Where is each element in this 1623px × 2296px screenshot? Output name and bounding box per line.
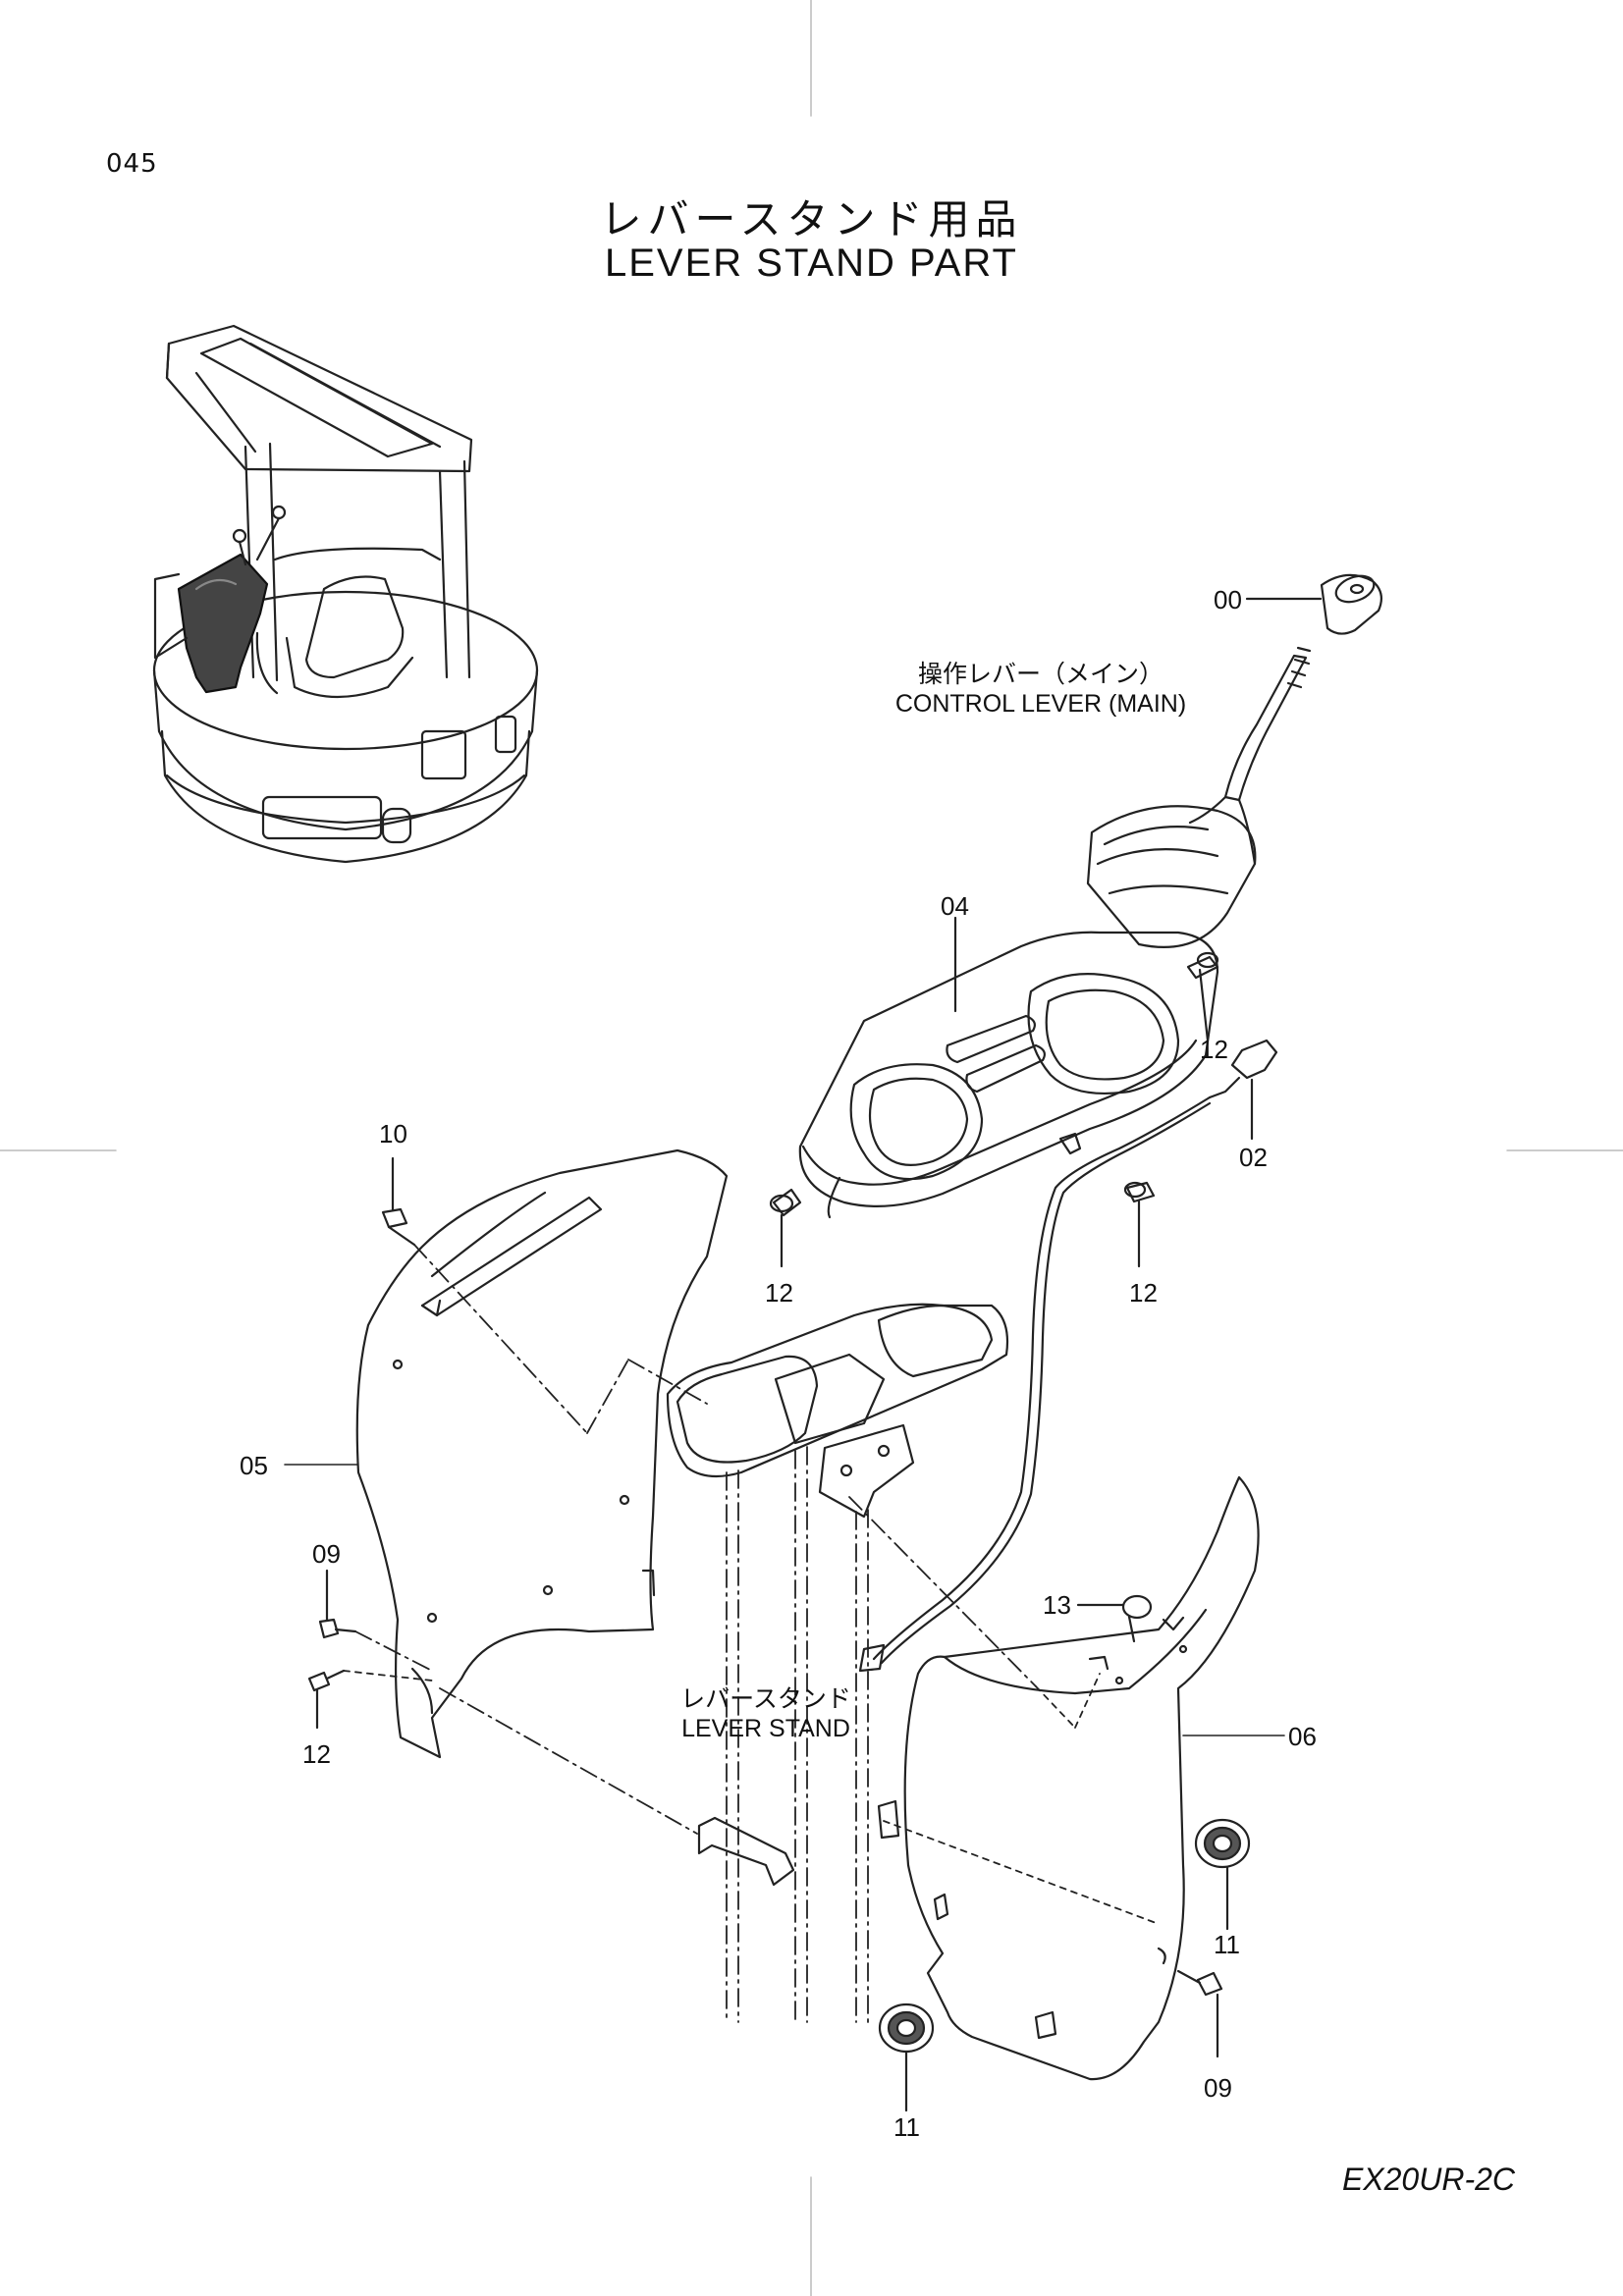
lever-stand-label-ja: レバースタンド (680, 1685, 851, 1713)
part-number-10: 10 (379, 1119, 407, 1148)
part-06-right-cover (877, 1475, 1260, 2081)
part-00-lever-knob (1245, 573, 1383, 635)
part-number-12-a: 12 (1200, 1035, 1228, 1064)
dashed-guide-lines (343, 1670, 1160, 1925)
part-05-left-cover (355, 1148, 729, 1759)
part-02-wire-harness (858, 1039, 1278, 1673)
part-number-06: 06 (1288, 1722, 1317, 1751)
machine-overview-illustration (152, 324, 539, 864)
part-09-right-bolt (1176, 1969, 1223, 2058)
part-number-11-a: 11 (1214, 1930, 1240, 1959)
part-number-12-d: 12 (302, 1739, 331, 1769)
part-04-upper-cover (798, 916, 1219, 1219)
control-lever-with-boot (1086, 646, 1312, 948)
part-13-bolt (1076, 1594, 1153, 1643)
part-number-12-b: 12 (765, 1278, 793, 1308)
part-number-13: 13 (1043, 1590, 1071, 1620)
part-number-11-b: 11 (893, 2112, 920, 2142)
lever-stand-label-en: LEVER STAND (681, 1715, 850, 1742)
part-number-02: 02 (1239, 1143, 1268, 1172)
control-lever-label-en: CONTROL LEVER (MAIN) (894, 690, 1187, 718)
part-number-00: 00 (1214, 585, 1242, 614)
page-title-japanese: レバースタンド用品 (600, 195, 1023, 243)
lever-stand-body (666, 1303, 1009, 2023)
part-12-left-screw (307, 1669, 346, 1730)
page-title-english: LEVER STAND PART (605, 241, 1018, 285)
base-bracket (697, 1816, 795, 1887)
part-11-grommet-right (1194, 1818, 1251, 1931)
part-number-04: 04 (941, 891, 969, 921)
page-number: 045 (106, 149, 158, 179)
part-11-grommet-left (878, 2002, 935, 2112)
part-12-screws (769, 951, 1219, 1268)
part-number-09-b: 09 (1204, 2073, 1232, 2103)
model-number: EX20UR-2C (1341, 2162, 1515, 2197)
part-09-left-bolt (318, 1569, 357, 1639)
lever-stand-label: レバースタンド LEVER STAND (648, 1684, 884, 1743)
part-number-05: 05 (240, 1451, 268, 1480)
control-lever-label: 操作レバー（メイン） CONTROL LEVER (MAIN) (864, 660, 1217, 719)
part-10-bolt (381, 1156, 416, 1247)
part-number-12-c: 12 (1129, 1278, 1158, 1308)
assembly-guide-lines (354, 1244, 1037, 1835)
leader-lines (284, 1464, 1285, 1736)
part-number-09-a: 09 (312, 1539, 341, 1569)
control-lever-label-ja: 操作レバー（メイン） (917, 661, 1163, 688)
